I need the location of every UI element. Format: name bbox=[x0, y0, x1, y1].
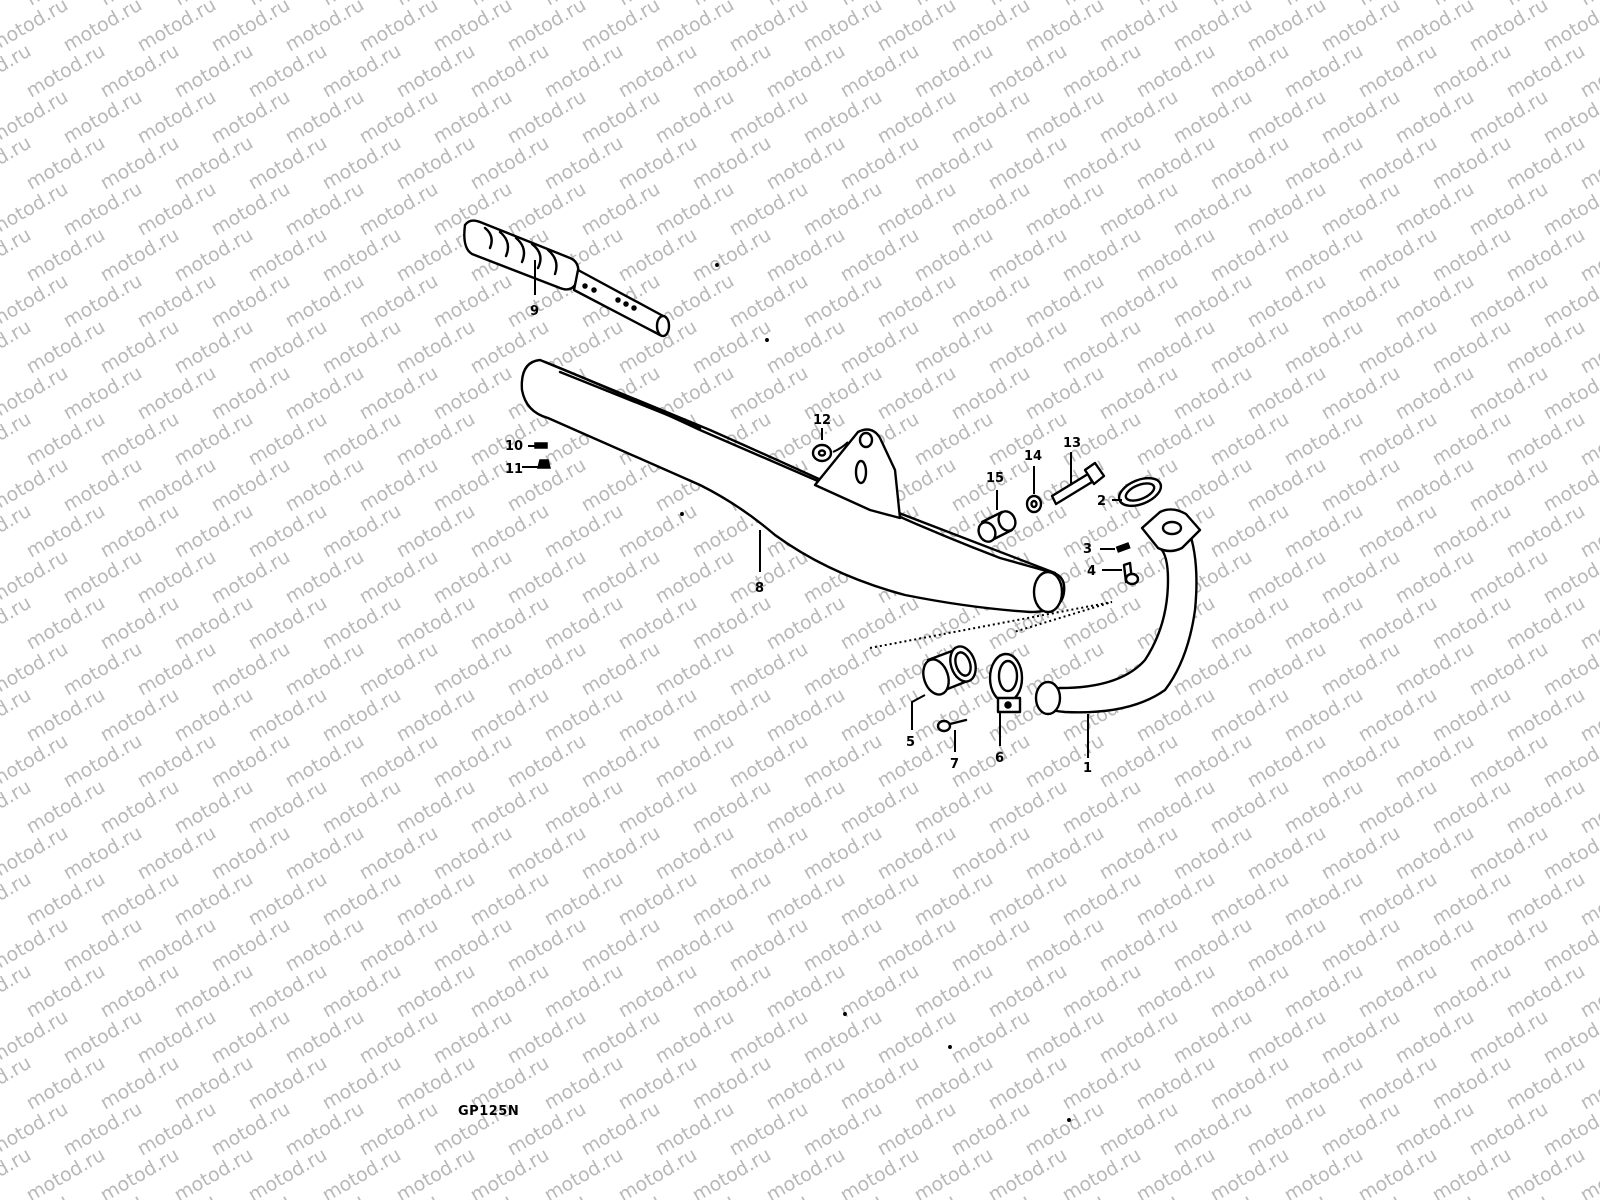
part-12-washer[interactable] bbox=[811, 443, 833, 463]
watermark-text: motod.ru bbox=[1244, 0, 1330, 56]
watermark-text: motod.ru bbox=[1318, 0, 1404, 56]
watermark-text: motod.ru bbox=[504, 0, 590, 56]
watermark-text: motod.ru bbox=[430, 0, 516, 56]
part-5-sleeve[interactable] bbox=[919, 643, 980, 698]
assembly-guide-line bbox=[869, 601, 1113, 649]
leader-5 bbox=[911, 694, 926, 730]
part-10-bolt[interactable] bbox=[534, 442, 548, 449]
part-9-baffle[interactable] bbox=[463, 219, 671, 338]
callout-7: 7 bbox=[950, 757, 959, 772]
callout-12: 12 bbox=[813, 413, 831, 428]
watermark-text: motod.ru bbox=[652, 0, 738, 56]
part-6-clamp[interactable] bbox=[988, 652, 1024, 714]
part-13-bolt[interactable] bbox=[1050, 461, 1106, 506]
watermark-text: motod.ru bbox=[1392, 0, 1478, 56]
callout-13: 13 bbox=[1063, 436, 1081, 451]
part-14-washer[interactable] bbox=[1025, 494, 1043, 514]
watermark-text: motod.ru bbox=[726, 0, 812, 56]
callout-14: 14 bbox=[1024, 449, 1042, 464]
callout-6: 6 bbox=[995, 751, 1004, 766]
watermark-text: motod.ru bbox=[282, 0, 368, 56]
watermark-text: motod.ru bbox=[1170, 0, 1256, 56]
watermark-text: motod.ru bbox=[1466, 0, 1552, 56]
watermark-text: motod.ru bbox=[948, 0, 1034, 56]
callout-1: 1 bbox=[1083, 761, 1092, 776]
part-15-spacer[interactable] bbox=[976, 509, 1019, 545]
part-4-nut[interactable] bbox=[1122, 561, 1140, 586]
watermark-text: motod.ru bbox=[60, 0, 146, 56]
part-1-exhaust-pipe[interactable] bbox=[1034, 508, 1202, 716]
part-7-bolt[interactable] bbox=[936, 718, 968, 733]
scan-speckles bbox=[680, 263, 1071, 1122]
watermark-text: motod.ru bbox=[1096, 0, 1182, 56]
watermark-text: motod.ru bbox=[208, 0, 294, 56]
watermark-text: motod.ru bbox=[800, 0, 886, 56]
part-3-stud[interactable] bbox=[1115, 542, 1131, 553]
watermark-text: motod.ru bbox=[1022, 0, 1108, 56]
watermark-text: motod.ru bbox=[134, 0, 220, 56]
callout-5: 5 bbox=[906, 735, 915, 750]
callout-3: 3 bbox=[1083, 542, 1092, 557]
callout-9: 9 bbox=[530, 304, 539, 319]
callout-8: 8 bbox=[755, 581, 764, 596]
callout-2: 2 bbox=[1097, 494, 1106, 509]
part-8-muffler[interactable] bbox=[520, 358, 1066, 614]
model-code-label: GP125N bbox=[458, 1104, 520, 1119]
watermark-text: motod.ru bbox=[356, 0, 442, 56]
watermark-text: motod.ru bbox=[874, 0, 960, 56]
leader-12 bbox=[821, 428, 849, 453]
callout-4: 4 bbox=[1087, 564, 1096, 579]
part-2-gasket[interactable] bbox=[1115, 473, 1165, 512]
callout-11: 11 bbox=[505, 462, 523, 477]
callout-10: 10 bbox=[505, 439, 523, 454]
watermark-text: motod.ru bbox=[578, 0, 664, 56]
part-11-nut[interactable] bbox=[537, 459, 551, 469]
watermark-text: motod.ru bbox=[1577, 0, 1600, 10]
callout-15: 15 bbox=[986, 471, 1004, 486]
